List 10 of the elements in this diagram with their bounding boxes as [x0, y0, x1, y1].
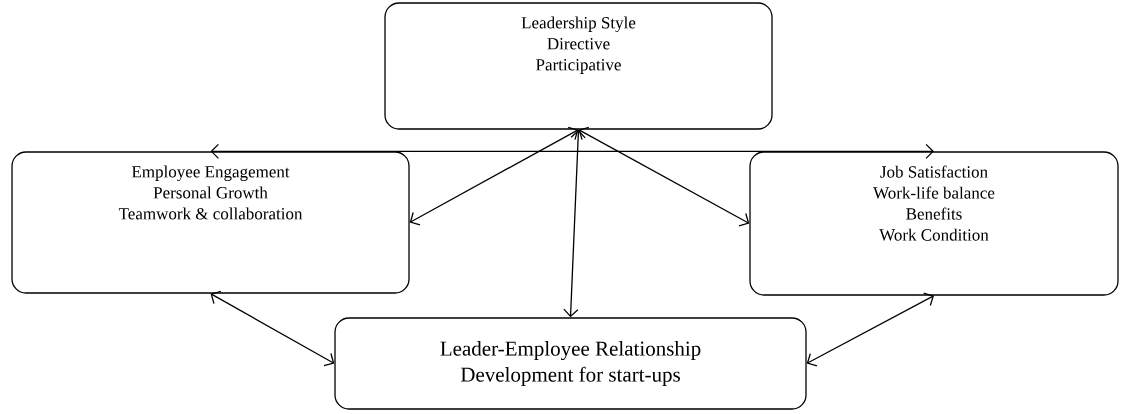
rounded-box: Job Satisfaction Work-life balance Benefits Work Condition	[749, 151, 1119, 296]
arrow	[409, 126, 579, 226]
rounded-box: Employee Engagement Personal Growth Teamwork & collaboration	[11, 151, 410, 294]
rounded-box: Leader-Employee Relationship Development for start-ups	[334, 317, 807, 410]
arrow	[578, 126, 750, 227]
arrow	[806, 292, 934, 367]
arrow	[210, 143, 934, 159]
arrow	[563, 129, 586, 318]
arrow	[210, 290, 335, 367]
rounded-box: Leadership Style Directive Participative	[384, 2, 773, 130]
